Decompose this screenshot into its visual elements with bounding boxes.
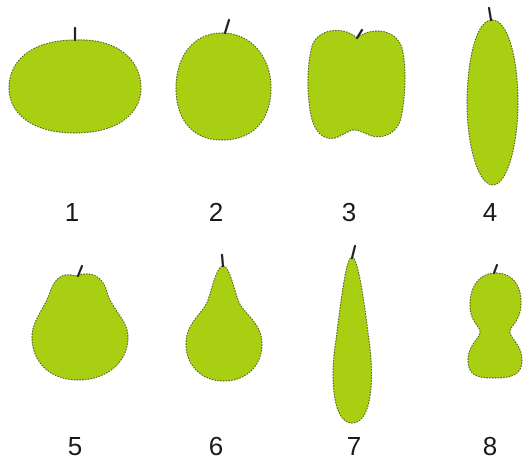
shape-8-stem: [494, 265, 497, 273]
label-5: 5: [68, 431, 82, 460]
shape-2-stem: [225, 20, 229, 33]
label-6: 6: [209, 431, 223, 460]
label-7: 7: [347, 431, 361, 460]
shape-6-stem: [222, 255, 223, 266]
shape-2-body: [176, 33, 271, 140]
shape-7: [333, 246, 371, 423]
shape-2: [176, 20, 271, 140]
shape-3-body: [308, 30, 405, 138]
shape-8-body: [468, 273, 522, 378]
shape-4-body: [467, 20, 518, 185]
label-4: 4: [483, 197, 497, 227]
label-8: 8: [483, 431, 497, 460]
label-2: 2: [209, 197, 223, 227]
shape-1: [9, 28, 141, 133]
shape-5: [32, 266, 128, 380]
shape-1-body: [9, 40, 141, 133]
shape-4-stem: [489, 8, 491, 20]
shape-7-stem: [352, 246, 355, 258]
shape-3: [308, 30, 405, 138]
shape-6-body: [186, 266, 262, 381]
label-3: 3: [342, 197, 356, 227]
shape-6: [186, 255, 262, 381]
shape-5-body: [32, 274, 128, 380]
shape-4: [467, 8, 518, 185]
shape-7-body: [333, 257, 371, 423]
label-1: 1: [65, 197, 79, 227]
shape-8: [468, 265, 522, 378]
